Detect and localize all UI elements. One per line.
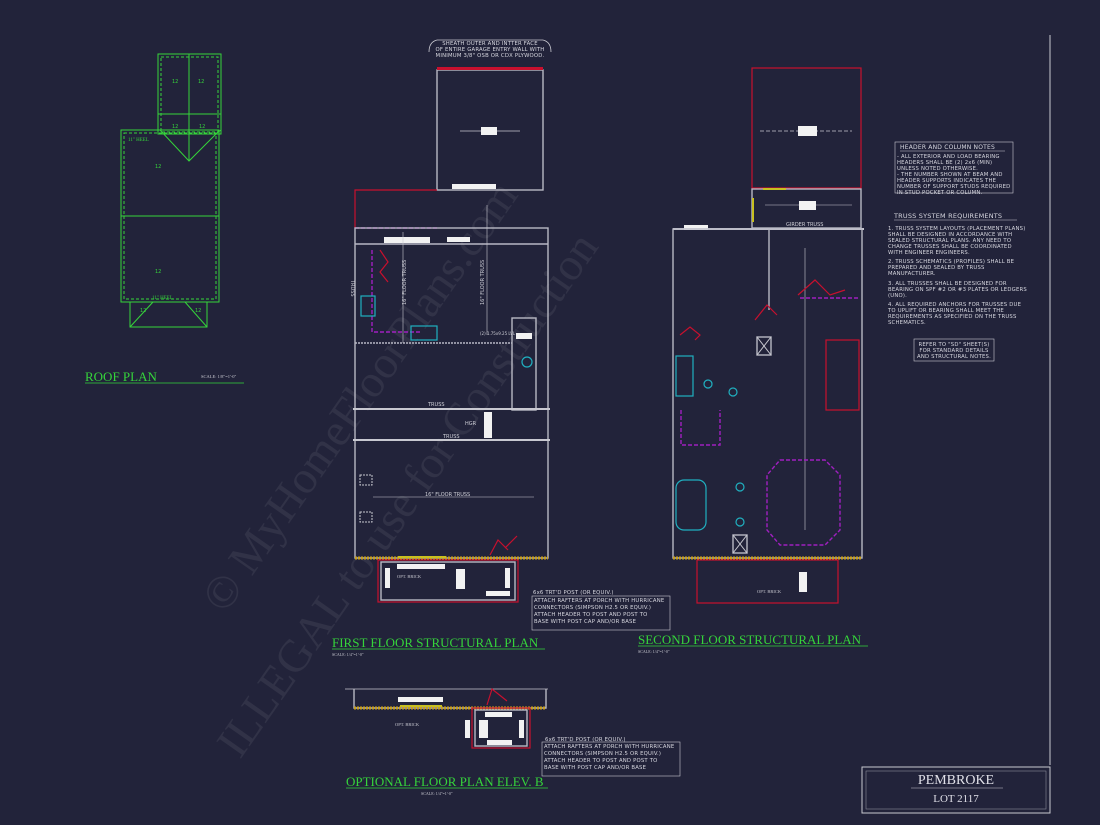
roof-plan-scale: SCALE: 1/8"=1'-0" <box>201 374 237 379</box>
post-note-line: BASE WITH POST CAP AND/OR BASE <box>544 765 647 771</box>
post-note-line: ATTACH HEADER TO POST AND POST TO <box>534 612 648 618</box>
post-note-line: CONNECTORS (SIMPSON H2.5 OR EQUIV.) <box>544 751 661 757</box>
opt-brick-label: OPT. BRICK <box>757 589 782 594</box>
garage-note-line: MINIMUM 3/8" OSB OR CDX PLYWOOD. <box>436 53 545 59</box>
pitch-label: 12 <box>155 269 161 275</box>
second-floor-scale: SCALE: 1/4"=1'-0" <box>638 649 670 654</box>
first-floor-title: FIRST FLOOR STRUCTURAL PLAN <box>332 635 539 650</box>
post-note-line: ATTACH HEADER TO POST AND POST TO <box>544 758 658 764</box>
truss-note-line: (UNO). <box>888 293 907 299</box>
pitch-label: 12 <box>155 164 161 170</box>
roof-plan-title: ROOF PLAN <box>85 369 157 384</box>
post-note-line: BASE WITH POST CAP AND/OR BASE <box>534 619 637 625</box>
truss-note-line: 1. TRUSS SYSTEM LAYOUTS (PLACEMENT PLANS… <box>888 226 1025 232</box>
floor-truss-label: 16" FLOOR TRUSS <box>402 260 408 305</box>
optional-floor-plan: OPT. BRICK 6x6 TRT'D POST (OR EQUIV.) AT… <box>345 687 681 777</box>
pitch-label: 12 <box>199 124 205 130</box>
optional-plan-title: OPTIONAL FLOOR PLAN ELEV. B <box>346 774 544 789</box>
truss-note-line: 2. TRUSS SCHEMATICS (PROFILES) SHALL BE <box>888 259 1015 265</box>
lot-number: LOT 2117 <box>933 793 979 805</box>
opt-brick-label: OPT. BRICK <box>397 574 422 579</box>
pitch-label: 12 <box>172 124 178 130</box>
header-note-line: - THE NUMBER SHOWN AT BEAM AND <box>897 172 1003 178</box>
truss-note-line: PREPARED AND SEALED BY TRUSS <box>888 265 985 271</box>
girder-truss-label: GIRDER TRUSS <box>786 222 823 228</box>
pitch-label: 12 <box>195 308 201 314</box>
opt-brick-label: OPT. BRICK <box>395 722 420 727</box>
plan-name: PEMBROKE <box>918 773 994 788</box>
header-note-line: HEADER SUPPORTS INDICATES THE <box>897 178 997 184</box>
truss-label: TRUSS <box>427 402 445 408</box>
hanger-label: HGR <box>465 421 477 427</box>
header-notes-title: HEADER AND COLUMN NOTES <box>900 144 995 151</box>
optional-plan-scale: SCALE: 1/4"=1'-0" <box>421 791 453 796</box>
first-floor-plan: SHEATH OUTER AND INTTER FACE OF ENTIRE G… <box>349 39 671 631</box>
heel-label: 11" HEEL <box>128 138 149 143</box>
truss-note-line: MANUFACTURER. <box>888 271 936 277</box>
truss-note-line: TO UPLIFT OR BEARING SHALL MEET THE <box>887 308 1004 314</box>
floor-truss-label: 16" FLOOR TRUSS <box>480 260 486 305</box>
truss-note-line: WITH ENGINEER ENGINEERS. <box>888 250 970 256</box>
roof-plan: 12 12 12 12 12 12 12 12 11" HEEL 11" HEE… <box>120 53 222 328</box>
header-note-line: IN STUD POCKET OR COLUMN. <box>897 190 983 196</box>
second-floor-plan: GIRDER TRUSS OPT. BRICK <box>672 67 864 604</box>
second-floor-title: SECOND FLOOR STRUCTURAL PLAN <box>638 632 862 647</box>
pitch-label: 12 <box>172 79 178 85</box>
header-note-line: HEADERS SHALL BE (2) 2x6 (MIN) <box>897 160 992 166</box>
truss-note-line: 3. ALL TRUSSES SHALL BE DESIGNED FOR <box>888 281 1007 287</box>
garage-note-line: SHEATH OUTER AND INTTER FACE <box>442 41 538 47</box>
garage-note-line: OF ENTIRE GARAGE ENTRY WALL WITH <box>436 47 545 53</box>
post-note-line: 6x6 TRT'D POST (OR EQUIV.) <box>533 590 614 596</box>
heel-label: 11" HEEL <box>152 296 173 301</box>
truss-note-line: BEARING ON SPF #2 OR #3 PLATES OR LEDGER… <box>888 287 1027 293</box>
header-note-line: NUMBER OF SUPPORT STUDS REQUIRED <box>897 184 1010 190</box>
refer-note-line: AND STRUCTURAL NOTES. <box>917 354 991 360</box>
post-note-line: CONNECTORS (SIMPSON H2.5 OR EQUIV.) <box>534 605 651 611</box>
truss-note-line: SCHEMATICS. <box>888 320 926 326</box>
truss-note-line: SHALL BE DESIGNED IN ACCORDANCE WITH <box>888 232 1012 238</box>
truss-note-line: 4. ALL REQUIRED ANCHORS FOR TRUSSES DUE <box>888 302 1022 308</box>
first-floor-scale: SCALE: 1/4"=1'-0" <box>332 652 364 657</box>
refer-note-line: FOR STANDARD DETAILS <box>919 348 989 354</box>
post-note-line: 6x6 TRT'D POST (OR EQUIV.) <box>545 737 626 743</box>
truss-note-line: SEALED STRUCTURAL PLANS. ANY NEED TO <box>888 238 1011 244</box>
truss-label: TRUSS <box>349 279 355 297</box>
pitch-label: 12 <box>140 308 146 314</box>
pitch-label: 12 <box>198 79 204 85</box>
header-note-line: - ALL EXTERIOR AND LOAD BEARING <box>897 154 1000 160</box>
refer-note-line: REFER TO "SD" SHEET(S) <box>918 342 989 348</box>
lvl-label: (2) 1.75x9.25 LVL <box>480 331 516 336</box>
truss-label: TRUSS <box>442 434 460 440</box>
truss-note-line: CHANGE TRUSSES SHALL BE COORDINATED <box>888 244 1012 250</box>
structural-notes: HEADER AND COLUMN NOTES - ALL EXTERIOR A… <box>887 141 1027 362</box>
title-block: PEMBROKE LOT 2117 <box>861 766 1051 814</box>
post-note-line: ATTACH RAFTERS AT PORCH WITH HURRICANE <box>544 744 675 750</box>
truss-note-line: REQUIREMENTS AS SPECIFIED ON THE TRUSS <box>888 314 1017 320</box>
post-note-line: ATTACH RAFTERS AT PORCH WITH HURRICANE <box>534 598 665 604</box>
truss-requirements-title: TRUSS SYSTEM REQUIREMENTS <box>893 212 1002 220</box>
header-note-line: UNLESS NOTED OTHERWISE. <box>897 166 978 172</box>
floor-truss-label: 16" FLOOR TRUSS <box>425 492 470 498</box>
